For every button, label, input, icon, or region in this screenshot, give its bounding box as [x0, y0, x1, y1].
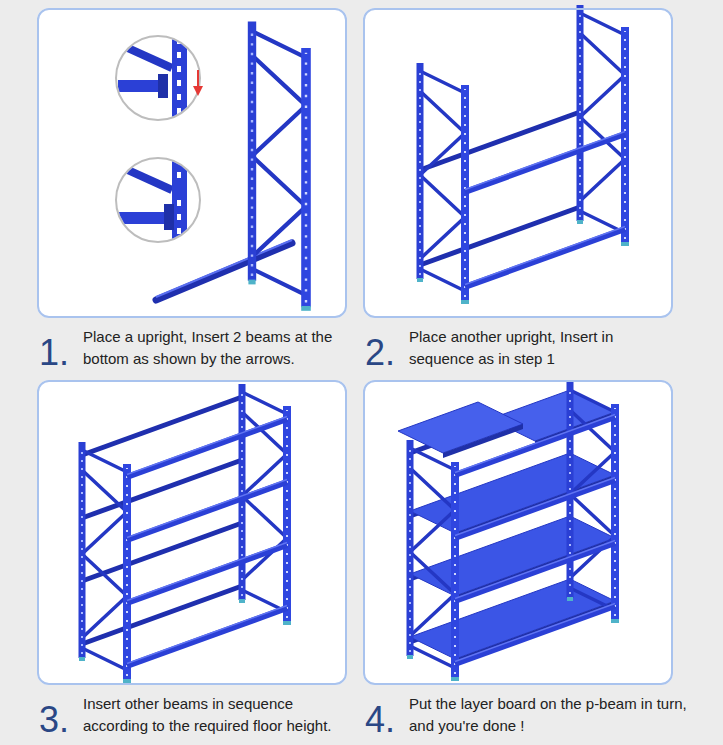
step-caption: 2.Place another upright, Insert in seque… — [365, 326, 679, 371]
zoom-detail — [110, 30, 203, 250]
step-text: Insert other beams in sequence according… — [83, 693, 353, 738]
step-panel: 4.Put the layer board on the p-beam in t… — [363, 380, 673, 685]
shelf-frame — [79, 384, 291, 683]
step-number: 1. — [39, 335, 83, 371]
shelf-with-boards — [398, 382, 619, 681]
step-text: Place another upright, Insert in sequenc… — [409, 326, 679, 371]
step-caption: 3.Insert other beams in sequence accordi… — [39, 693, 353, 738]
step-number: 3. — [39, 702, 83, 738]
upright-frame — [156, 22, 311, 311]
step-number: 2. — [365, 335, 409, 371]
step-text: Put the layer board on the p-beam in tur… — [409, 693, 699, 738]
step-panel: 2.Place another upright, Insert in seque… — [363, 8, 673, 318]
step-panel: 3.Insert other beams in sequence accordi… — [37, 380, 347, 685]
step-number: 4. — [365, 702, 409, 738]
step-caption: 1.Place a upright, Insert 2 beams at the… — [39, 326, 353, 371]
step-panel: 1.Place a upright, Insert 2 beams at the… — [37, 8, 347, 318]
step-caption: 4.Put the layer board on the p-beam in t… — [365, 693, 699, 738]
shelf-frame — [417, 5, 629, 304]
step-text: Place a upright, Insert 2 beams at the b… — [83, 326, 353, 371]
